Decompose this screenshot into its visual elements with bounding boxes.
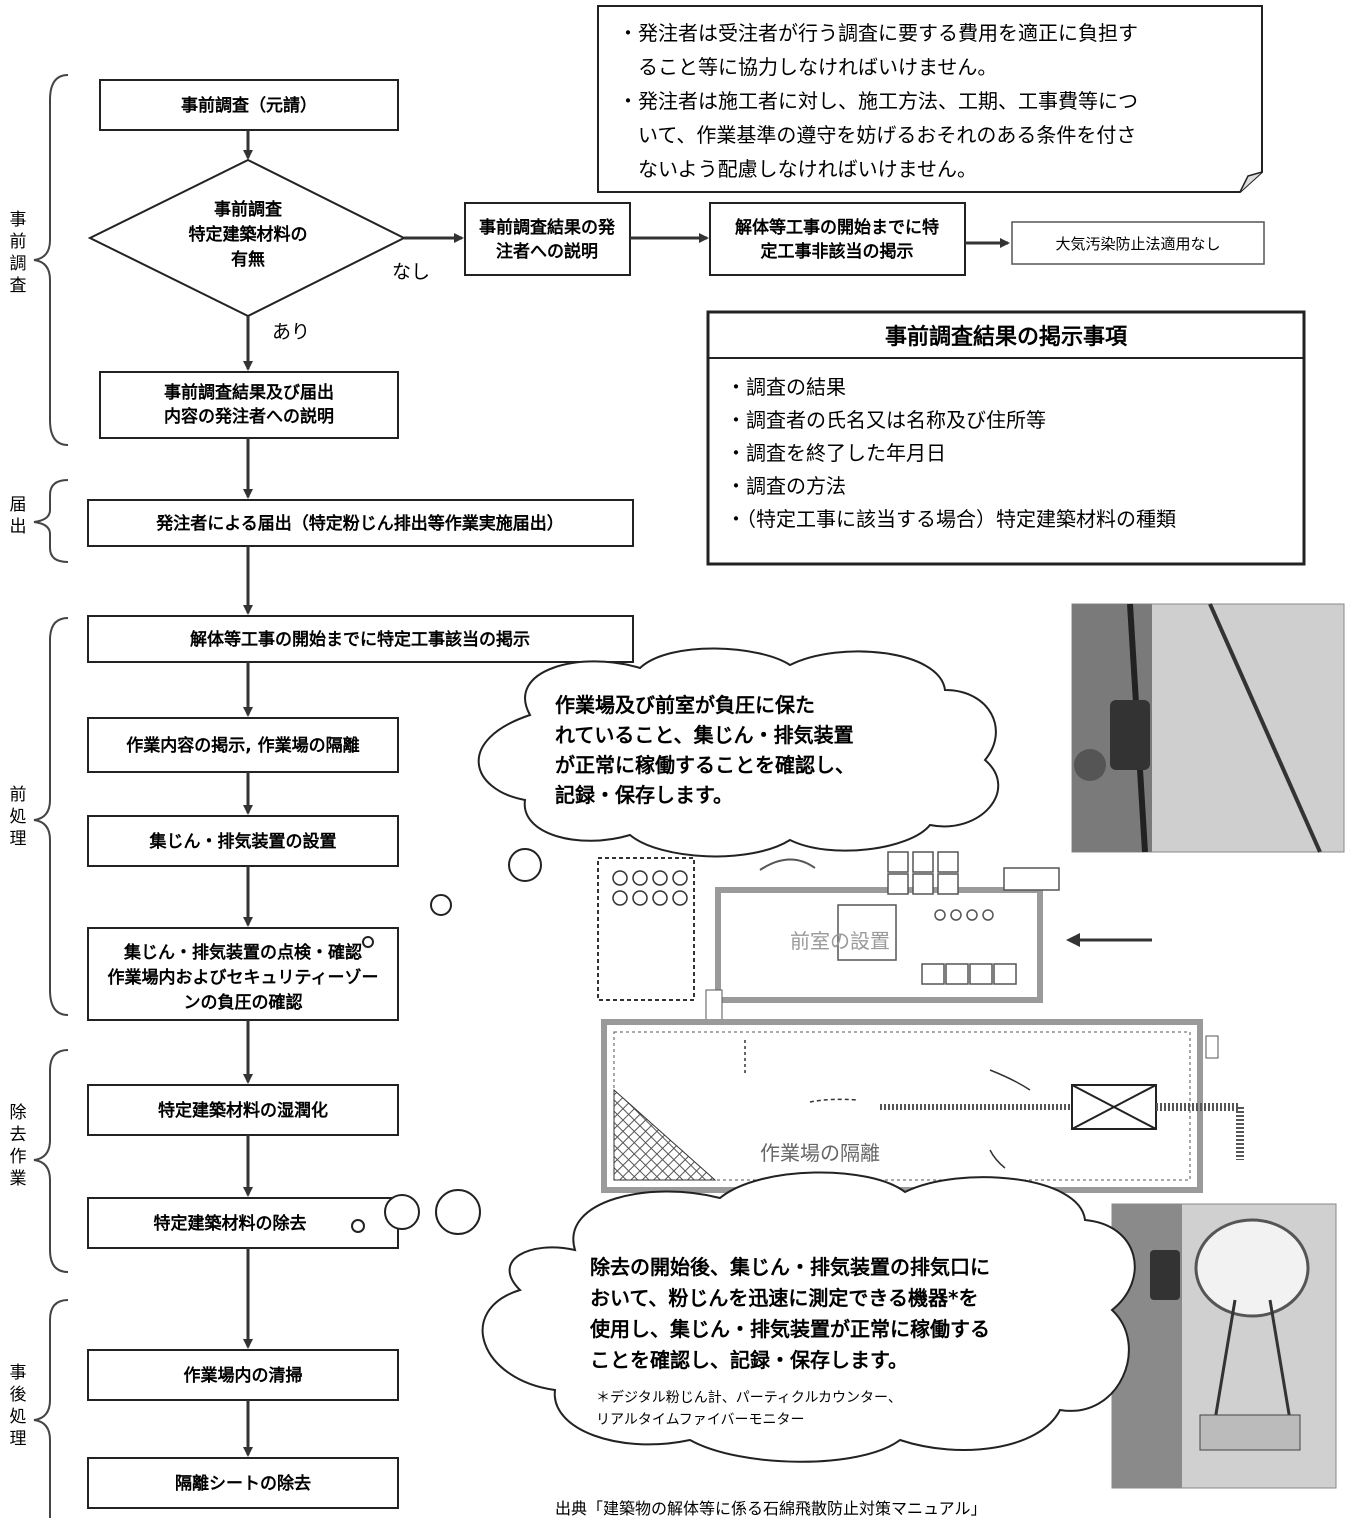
step-post-notice: 解体等工事の開始までに特定工事該当の掲示 [87, 615, 634, 663]
photo-dust-monitor [1111, 1203, 1337, 1489]
step-check-device: 集じん・排気装置の点検・確認作業場内およびセキュリティーゾーンの負圧の確認 [87, 927, 399, 1021]
cloud-negative-pressure-check: 作業場及び前室が負圧に保たれていること、集じん・排気装置が正常に稼働することを確… [477, 647, 1000, 858]
svg-text:特定建築材料の除去: 特定建築材料の除去 [154, 1213, 307, 1234]
cloud-exhaust-measurement: 除去の開始後、集じん・排気装置の排気口において、粉じんを迅速に測定できる機器*を… [481, 1171, 1136, 1463]
step-client-notification: 発注者による届出（特定粉じん排出等作業実施届出） [87, 499, 634, 547]
decision-material-presence: 事前調査特定建築材料の有無 [87, 158, 407, 318]
svg-text:作業内容の掲示, 作業場の隔離: 作業内容の掲示, 作業場の隔離 [126, 735, 359, 756]
phase-brace-notification: 届出 [10, 479, 69, 563]
workspace-plan: 作業場の隔離 [601, 1019, 1244, 1193]
svg-text:作業場及び前室が負圧に保たれていること、集じん・排気装置が正: 作業場及び前室が負圧に保たれていること、集じん・排気装置が正常に稼働することを確… [555, 693, 855, 807]
phase-label-pre-survey: 事前調査 [10, 210, 27, 296]
svg-text:事前調査（元請）: 事前調査（元請） [181, 95, 317, 116]
step-sheet-removal: 隔離シートの除去 [87, 1457, 399, 1509]
svg-text:解体等工事の開始までに特定工事非該当の掲示: 解体等工事の開始までに特定工事非該当の掲示 [735, 217, 939, 262]
step-no-branch-result: 大気汚染防止法適用なし [1011, 221, 1265, 265]
step-no-branch-notice: 解体等工事の開始までに特定工事非該当の掲示 [709, 202, 966, 276]
phase-label-removal: 除去作業 [10, 1103, 27, 1189]
step-install-device: 集じん・排気装置の設置 [87, 815, 399, 867]
posting-items-box: 事前調査結果の掲示事項 ・調査の結果・調査者の氏名又は名称及び住所等・調査を終了… [706, 310, 1306, 566]
svg-text:特定建築材料の湿潤化: 特定建築材料の湿潤化 [158, 1100, 328, 1121]
svg-text:事前調査特定建築材料の有無: 事前調査特定建築材料の有無 [189, 199, 308, 270]
svg-text:事前調査結果の発注者への説明: 事前調査結果の発注者への説明 [479, 217, 616, 262]
workspace-label: 作業場の隔離 [760, 1141, 880, 1165]
step-cleaning: 作業場内の清掃 [87, 1349, 399, 1401]
svg-text:作業場内の清掃: 作業場内の清掃 [184, 1365, 303, 1386]
no-label: なし [392, 261, 430, 283]
client-duties-callout: ・発注者は受注者が行う調査に要する費用を適正に負担す ること等に協力しなければい… [597, 5, 1263, 193]
anteroom-label: 前室の設置 [790, 929, 890, 953]
svg-text:発注者による届出（特定粉じん排出等作業実施届出）: 発注者による届出（特定粉じん排出等作業実施届出） [155, 513, 564, 534]
step-removal: 特定建築材料の除去 [87, 1197, 399, 1249]
photo-negative-pressure-gauge [1071, 603, 1345, 853]
flow-arrows [243, 130, 1010, 1457]
source-citation: 出典「建築物の解体等に係る石綿飛散防止対策マニュアル」 [555, 1499, 987, 1518]
phase-label-notification: 届出 [10, 495, 27, 537]
svg-text:大気汚染防止法適用なし: 大気汚染防止法適用なし [1055, 235, 1220, 253]
svg-text:解体等工事の開始までに特定工事該当の掲示: 解体等工事の開始までに特定工事該当の掲示 [190, 629, 530, 650]
phase-brace-pre-survey: 事前調査 [10, 74, 69, 446]
posting-items-list: ・調査の結果・調査者の氏名又は名称及び住所等・調査を終了した年月日・調査の方法・… [726, 375, 1176, 531]
phase-label-post-treatment: 事後処理 [10, 1363, 27, 1449]
step-explain-to-client: 事前調査結果及び届出内容の発注者への説明 [99, 371, 399, 439]
step-isolation: 作業内容の掲示, 作業場の隔離 [87, 717, 399, 773]
step-wetting: 特定建築材料の湿潤化 [87, 1084, 399, 1136]
phase-brace-post-treatment: 事後処理 [10, 1299, 69, 1518]
svg-text:＊デジタル粉じん計、パーティクルカウンター、リアルタイムファ: ＊デジタル粉じん計、パーティクルカウンター、リアルタイムファイバーモニター [596, 1389, 902, 1428]
thought-bubbles [351, 848, 542, 1235]
svg-text:除去の開始後、集じん・排気装置の排気口において、粉じんを迅速: 除去の開始後、集じん・排気装置の排気口において、粉じんを迅速に測定できる機器*を… [589, 1255, 990, 1372]
svg-text:集じん・排気装置の設置: 集じん・排気装置の設置 [149, 831, 337, 852]
svg-text:事前調査結果及び届出内容の発注者への説明: 事前調査結果及び届出内容の発注者への説明 [164, 382, 334, 427]
posting-items-title: 事前調査結果の掲示事項 [885, 324, 1128, 350]
svg-text:隔離シートの除去: 隔離シートの除去 [175, 1473, 311, 1494]
phase-brace-removal: 除去作業 [10, 1049, 69, 1273]
yes-label: あり [272, 321, 310, 343]
phase-brace-pre-treatment: 前処理 [10, 617, 69, 1016]
anteroom-plan: 前室の設置 [597, 851, 1152, 1031]
svg-text:・発注者は受注者が行う調査に要する費用を適正に負担す ること: ・発注者は受注者が行う調査に要する費用を適正に負担す ること等に協力しなければい… [618, 21, 1138, 181]
step-pre-survey: 事前調査（元請） [99, 79, 399, 131]
svg-text:集じん・排気装置の点検・確認作業場内およびセキュリティーゾー: 集じん・排気装置の点検・確認作業場内およびセキュリティーゾーンの負圧の確認 [108, 942, 379, 1013]
step-no-branch-explain: 事前調査結果の発注者への説明 [464, 202, 631, 276]
phase-label-pre-treatment: 前処理 [10, 785, 27, 849]
